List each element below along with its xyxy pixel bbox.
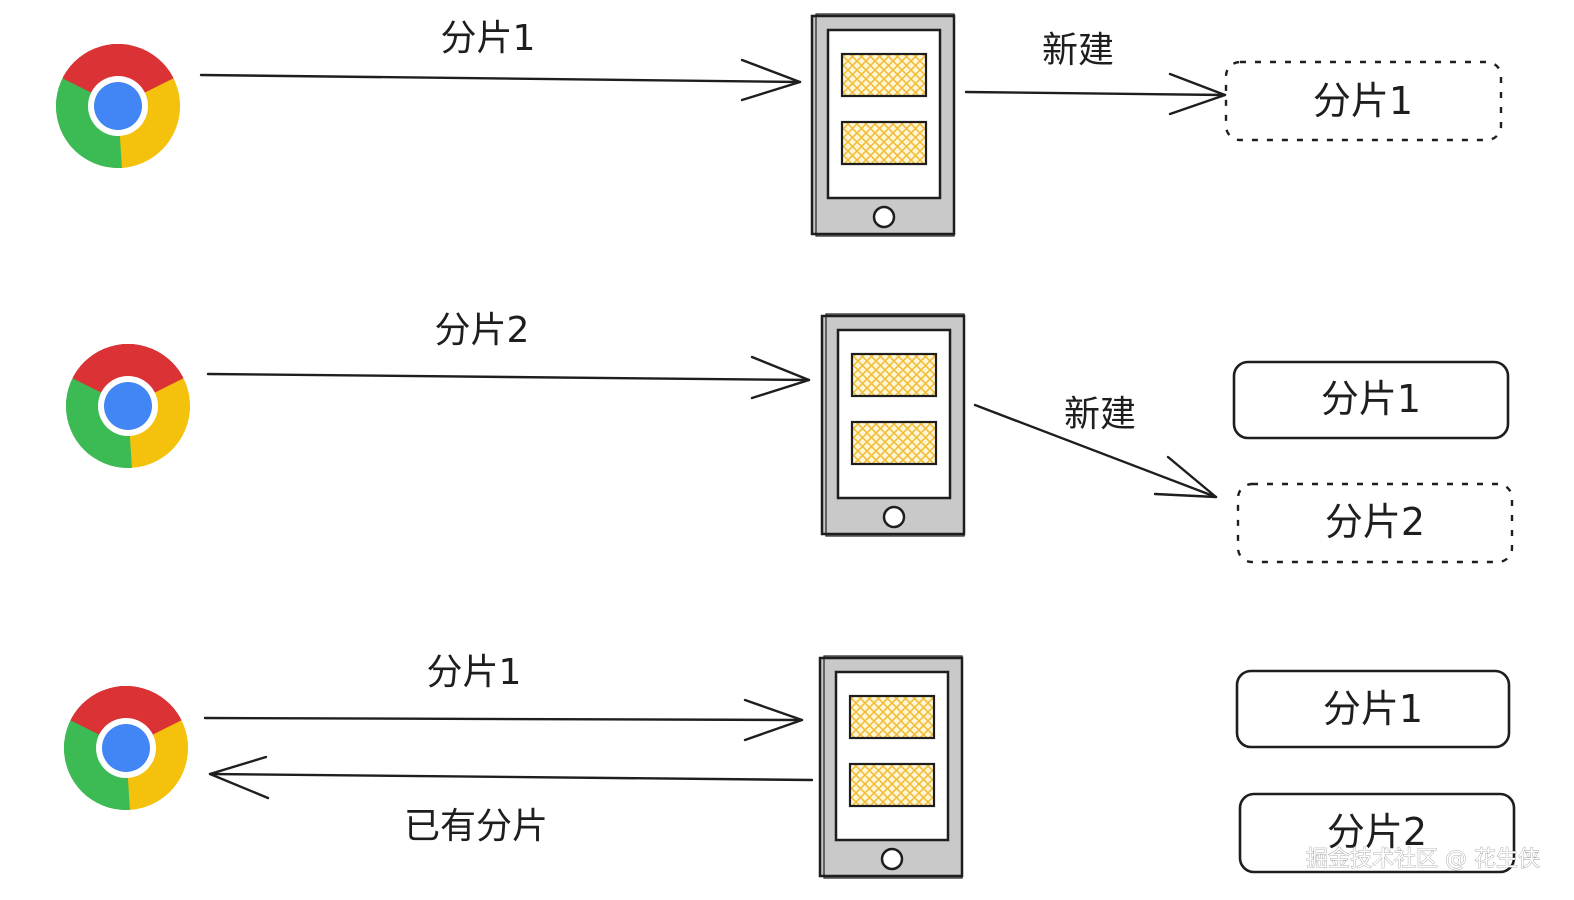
storage-slice-existing [1238, 792, 1516, 874]
create-arrowhead [1168, 72, 1227, 116]
chrome-browser-icon [38, 26, 198, 186]
chrome-browser-icon [48, 326, 208, 486]
server-device-icon [818, 654, 964, 880]
request-arrow [199, 73, 802, 84]
create-arrow [964, 90, 1227, 97]
server-device-icon [820, 312, 966, 538]
request-label: 分片1 [441, 18, 536, 59]
storage-slice-new [1236, 482, 1514, 564]
storage-slice-label: 分片2 [1327, 810, 1427, 854]
server-device-icon [810, 12, 956, 238]
request-label: 分片2 [435, 310, 530, 351]
storage-slice-label: 分片2 [1325, 500, 1425, 544]
create-arrowhead [1153, 455, 1218, 499]
request-arrowhead [743, 698, 804, 742]
action-label: 新建 [1042, 30, 1114, 71]
storage-slice-label: 分片1 [1321, 377, 1421, 421]
action-label: 新建 [1064, 394, 1136, 435]
storage-slice-new [1224, 60, 1503, 142]
create-arrow [973, 403, 1218, 499]
storage-slice-label: 分片1 [1323, 687, 1423, 731]
row-3: 分片1 已有分片 分片1 分片2 [46, 652, 1516, 880]
request-arrowhead [740, 58, 802, 102]
response-label: 已有分片 [404, 806, 548, 847]
request-label: 分片1 [427, 652, 522, 693]
request-arrow [206, 372, 811, 382]
response-arrow [208, 772, 814, 782]
request-arrowhead [750, 355, 811, 400]
storage-slice-existing [1235, 669, 1511, 749]
request-arrow [203, 716, 804, 722]
storage-slice-existing [1232, 360, 1510, 440]
response-arrowhead [208, 755, 270, 800]
row-1: 分片1 新建 分片1 [38, 12, 1503, 238]
storage-slice-label: 分片1 [1313, 79, 1413, 123]
chrome-browser-icon [46, 668, 206, 828]
row-2: 分片2 新建 分片1 分片2 [48, 310, 1514, 564]
watermark: 掘金技术社区 @ 花生侠 [1306, 847, 1540, 872]
